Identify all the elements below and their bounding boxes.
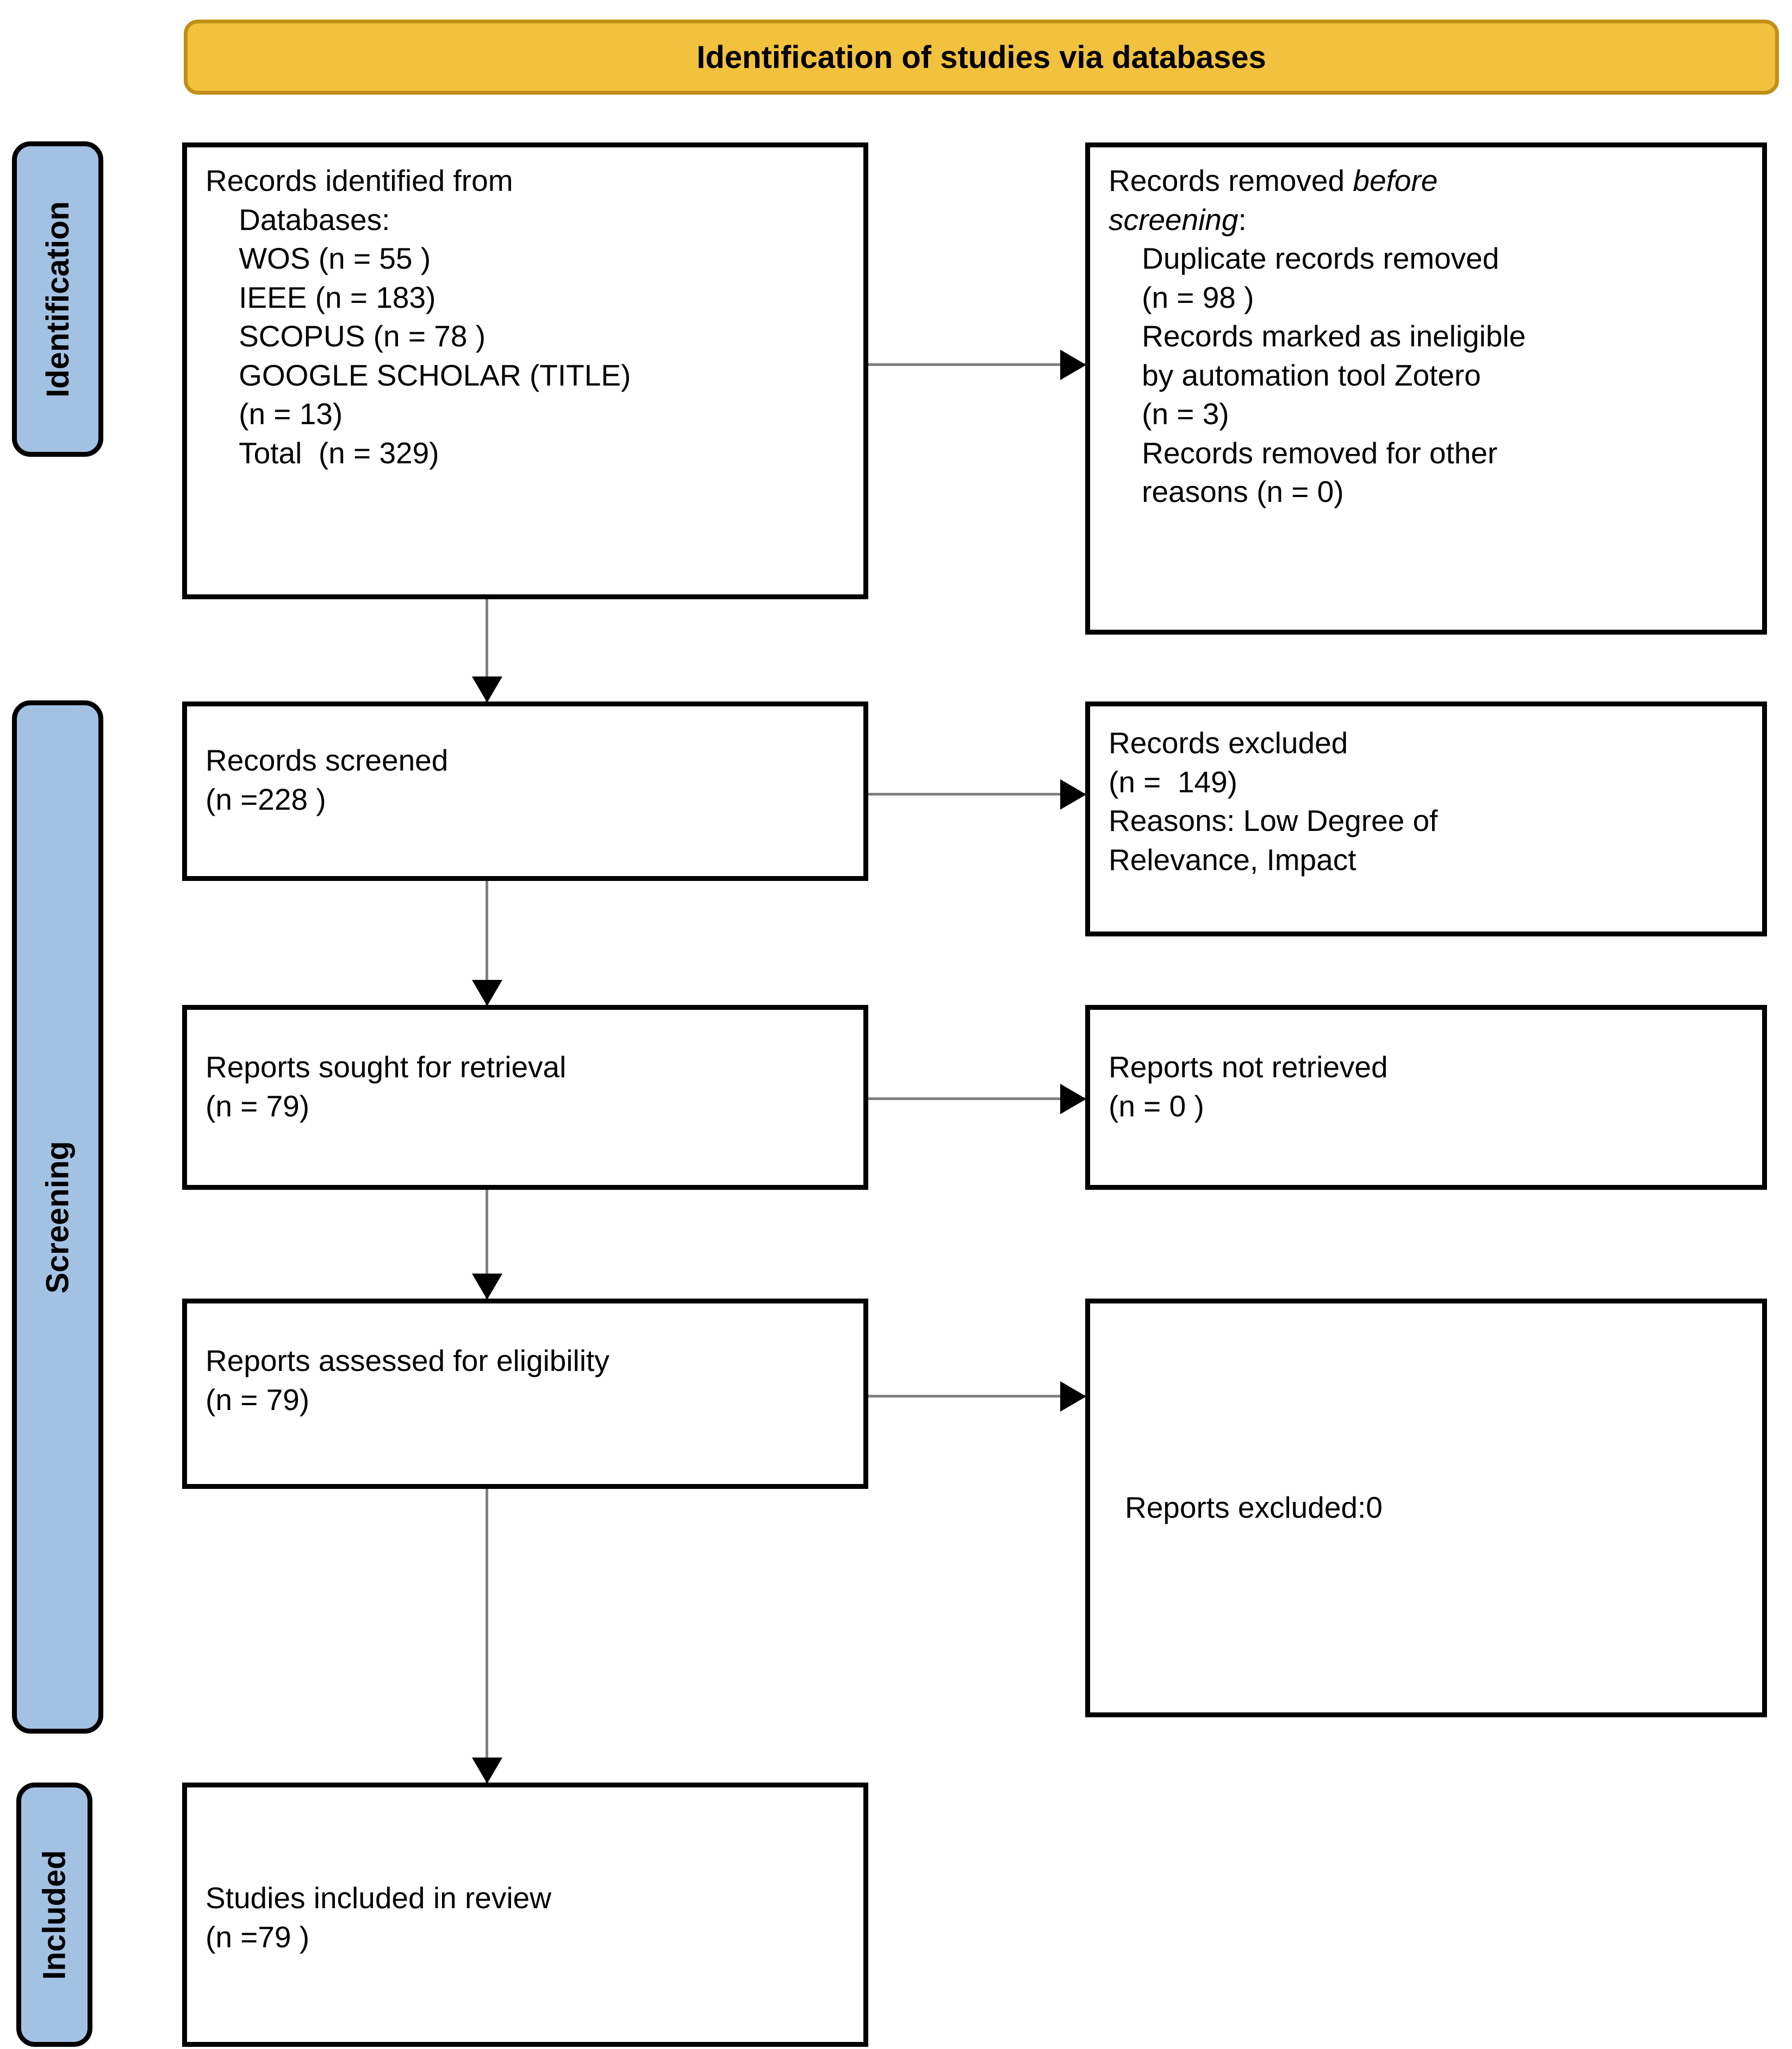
records-removed-line-9: reasons (n = 0) — [1109, 475, 1344, 508]
stage-label-screening-text: Screening — [40, 1140, 76, 1294]
box-studies-included-text: Studies included in review (n =79 ) — [206, 1879, 845, 1957]
records-excluded-line-4: Relevance, Impact — [1109, 842, 1357, 877]
box-reports-excluded-text: Reports excluded:0 — [1125, 1491, 1383, 1525]
box-records-excluded-text: Records excluded (n = 149) Reasons: Low … — [1109, 724, 1744, 879]
box-reports-sought-text: Reports sought for retrieval (n = 79) — [206, 1048, 845, 1126]
studies-included-line-2: (n =79 ) — [206, 1920, 310, 1954]
box-reports-sought-for-retrieval: Reports sought for retrieval (n = 79) — [182, 1005, 868, 1190]
box-records-screened: Records screened (n =228 ) — [182, 701, 868, 881]
records-removed-line-1b-italic: before — [1353, 164, 1438, 197]
reports-not-retrieved-line-1: Reports not retrieved — [1109, 1050, 1388, 1084]
box-records-identified: Records identified from Databases: WOS (… — [182, 142, 868, 599]
box-reports-assessed-for-eligibility: Reports assessed for eligibility (n = 79… — [182, 1299, 868, 1489]
records-removed-line-5: Records marked as ineligible — [1109, 319, 1526, 353]
arrow-right-identified-to-removed — [868, 363, 1085, 366]
studies-included-line-1: Studies included in review — [206, 1881, 551, 1915]
records-identified-line-8: Total (n = 329) — [206, 436, 439, 470]
records-removed-line-4: (n = 98 ) — [1109, 280, 1254, 314]
records-removed-line-3: Duplicate records removed — [1109, 241, 1499, 275]
records-identified-line-2: Databases: — [206, 202, 390, 237]
box-studies-included-in-review: Studies included in review (n =79 ) — [182, 1783, 868, 2047]
box-records-identified-text: Records identified from Databases: WOS (… — [206, 162, 845, 473]
records-identified-line-4: IEEE (n = 183) — [206, 280, 436, 314]
arrow-right-screened-to-excluded — [868, 793, 1085, 796]
arrow-right-assessed-to-reports-excluded — [868, 1395, 1085, 1398]
box-records-excluded: Records excluded (n = 149) Reasons: Low … — [1085, 701, 1767, 936]
records-removed-line-7: (n = 3) — [1109, 397, 1229, 431]
stage-label-screening: Screening — [12, 700, 103, 1734]
reports-not-retrieved-line-2: (n = 0 ) — [1109, 1089, 1204, 1123]
reports-sought-line-2: (n = 79) — [206, 1089, 310, 1123]
arrow-down-sought-to-assessed — [486, 1190, 488, 1299]
records-removed-line-1a: Records removed — [1109, 164, 1353, 197]
arrow-down-assessed-to-included — [486, 1489, 488, 1783]
records-removed-line-6: by automation tool Zotero — [1109, 358, 1481, 392]
records-removed-line-2b: : — [1238, 202, 1247, 237]
records-identified-line-3: WOS (n = 55 ) — [206, 241, 431, 275]
box-records-removed-before-screening: Records removed before screening: Duplic… — [1085, 142, 1767, 635]
box-records-removed-text: Records removed before screening: Duplic… — [1109, 162, 1744, 512]
records-removed-line-8: Records removed for other — [1109, 436, 1498, 470]
records-excluded-line-1: Records excluded — [1109, 726, 1348, 760]
records-identified-line-7: (n = 13) — [206, 397, 343, 431]
stage-label-identification-text: Identification — [40, 201, 76, 398]
diagram-title-text: Identification of studies via databases — [696, 39, 1266, 75]
box-records-screened-text: Records screened (n =228 ) — [206, 741, 845, 819]
box-reports-assessed-text: Reports assessed for eligibility (n = 79… — [206, 1342, 845, 1419]
box-reports-not-retrieved-text: Reports not retrieved (n = 0 ) — [1109, 1048, 1744, 1126]
records-screened-line-2: (n =228 ) — [206, 782, 326, 816]
stage-label-identification: Identification — [12, 141, 103, 457]
arrow-down-identified-to-screened — [486, 599, 488, 701]
records-identified-line-5: SCOPUS (n = 78 ) — [206, 319, 486, 353]
stage-label-included: Included — [16, 1783, 92, 2047]
reports-sought-line-1: Reports sought for retrieval — [206, 1050, 567, 1084]
arrow-right-sought-to-not-retrieved — [868, 1097, 1085, 1100]
stage-label-included-text: Included — [36, 1849, 72, 1980]
records-screened-line-1: Records screened — [206, 743, 449, 777]
box-reports-not-retrieved: Reports not retrieved (n = 0 ) — [1085, 1005, 1767, 1190]
records-excluded-line-2: (n = 149) — [1109, 765, 1237, 799]
arrow-down-screened-to-sought — [486, 881, 488, 1005]
box-reports-excluded: Reports excluded:0 — [1085, 1299, 1767, 1717]
reports-assessed-line-2: (n = 79) — [206, 1382, 310, 1417]
records-removed-line-2a-italic: screening — [1109, 202, 1239, 237]
reports-assessed-line-1: Reports assessed for eligibility — [206, 1344, 609, 1377]
records-identified-line-6: GOOGLE SCHOLAR (TITLE) — [206, 358, 631, 392]
records-identified-line-1: Records identified from — [206, 164, 513, 197]
records-excluded-line-3: Reasons: Low Degree of — [1109, 804, 1438, 837]
diagram-title-banner: Identification of studies via databases — [184, 20, 1779, 95]
